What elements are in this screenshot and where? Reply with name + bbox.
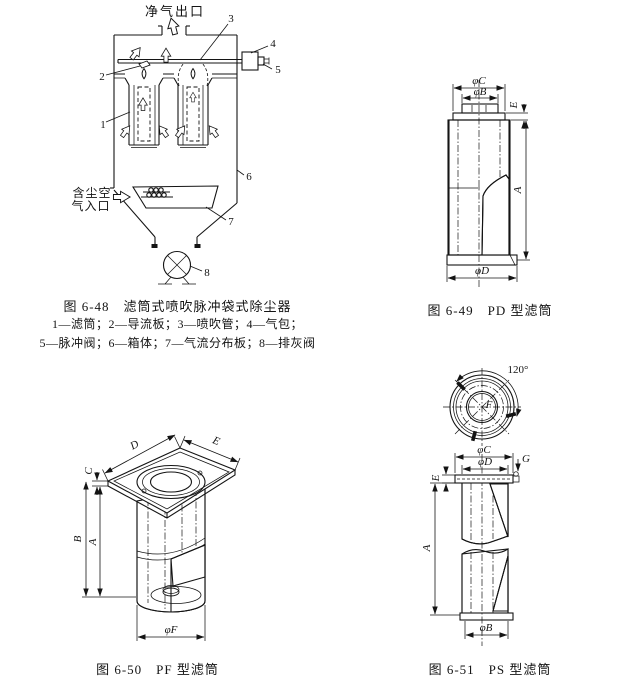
dimensions: φC φD G E A φB [421,444,530,639]
fig-6-50-pf-cartridge-drawing: D E C B A φF [72,434,241,641]
dim-phiC: φC [477,444,491,456]
tube-sheet [114,73,237,79]
dim-phiB: φB [474,86,487,98]
dim-phiB: φB [480,622,493,634]
cartridge-cylinder [136,486,206,613]
dim-E: E [210,434,222,448]
dim-A: A [87,538,99,546]
callout-1: 1 [100,119,106,131]
dim-120deg: 120° [508,364,529,376]
gas-flow-arrows [112,16,221,204]
hopper-and-discharge-valve [113,189,238,285]
callout-4: 4 [270,38,276,50]
dim-D: D [127,438,141,453]
dim-C: C [83,467,95,475]
dim-A: A [421,544,433,552]
fig48-caption: 图 6-48 滤筒式喷吹脉冲袋式除尘器 [63,299,292,314]
dimensions: φC φB E A φD [446,75,530,282]
fig49-caption: 图 6-49 PD 型滤筒 [427,303,553,318]
fig-6-49-pd-cartridge-drawing: φC φB E A φD [446,75,530,287]
dim-G: G [522,453,530,465]
inlet-label-line2: 气入口 [71,198,110,213]
dim-E: E [430,474,442,482]
callout-3: 3 [228,13,234,25]
dim-A: A [512,186,524,194]
square-flange-plate [106,447,237,519]
fig48-legend-line2: 5—脉冲阀；6—箱体；7—气流分布板；8—排灰阀 [39,336,316,350]
dim-phiC: φC [472,75,486,87]
fig50-caption: 图 6-50 PF 型滤筒 [96,662,219,677]
fig-6-51-ps-cartridge-drawing: 120° F [421,364,530,646]
blow-pipe-and-air-bag [117,51,270,71]
callout-6: 6 [246,171,252,183]
dim-phiD: φD [478,456,492,468]
filter-cartridge-2 [173,77,213,148]
callout-5: 5 [275,64,281,76]
air-distribution-plate [132,185,219,209]
fig-6-48-dust-collector-drawing: 净气出口 [71,4,281,285]
inlet-label: 含尘空 气入口 [71,185,111,213]
dim-E: E [508,101,520,109]
dim-phiD: φD [475,265,489,277]
filter-cartridge-1 [124,77,164,148]
front-view-flange [454,471,520,484]
front-view-body [459,482,514,621]
callouts: 1 2 3 4 5 6 7 8 [99,13,281,279]
inlet-label-line1: 含尘空 [72,185,111,200]
dim-phiF: φF [165,624,178,636]
fig48-legend-line1: 1—滤筒；2—导流板；3—喷吹管；4—气包； [51,317,303,331]
cartridge-bottom-cap [446,254,518,266]
fig51-caption: 图 6-51 PS 型滤筒 [428,662,552,677]
dim-F: F [485,399,493,411]
top-view: 120° F [443,364,528,446]
dim-B: B [72,535,84,542]
outlet-label: 净气出口 [145,4,205,19]
fig48-caption-block: 图 6-48 滤筒式喷吹脉冲袋式除尘器 1—滤筒；2—导流板；3—喷吹管；4—气… [25,296,330,353]
cartridge-top-collar [452,103,506,121]
callout-7: 7 [228,216,234,228]
callout-2: 2 [99,71,105,83]
callout-8: 8 [204,267,210,279]
